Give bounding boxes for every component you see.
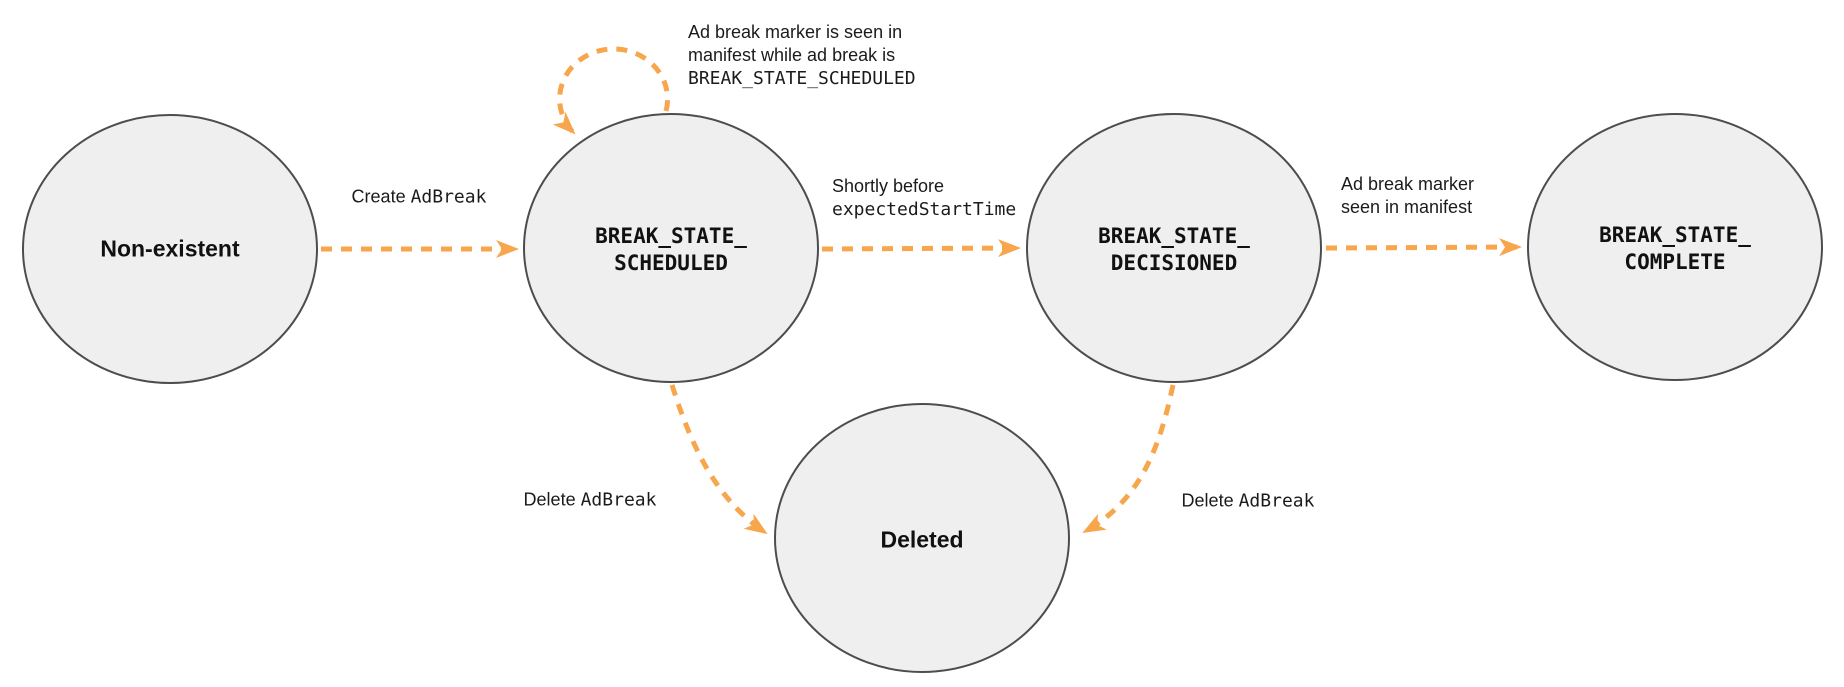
node-label-line: COMPLETE (1624, 250, 1726, 274)
node-label-line: BREAK_STATE_ (595, 224, 747, 248)
node-label-break-state-complete: BREAK_STATE_ COMPLETE (1599, 222, 1751, 276)
edge-label-text: Ad break marker is seen in (688, 22, 903, 42)
edge-label-text: Delete (523, 489, 581, 510)
edge-label-text: Delete (1181, 490, 1239, 511)
node-label-line: BREAK_STATE_ (1599, 223, 1751, 247)
edge-label-delete-adbreak-left: Delete AdBreak (524, 489, 657, 512)
edge-label-marker-seen: Ad break marker seen in manifest (1341, 173, 1474, 219)
transition-arrow-decisioned-to-complete (1325, 238, 1522, 257)
node-label-line: DECISIONED (1110, 251, 1238, 275)
node-label-line: BREAK_STATE_ (1098, 224, 1250, 248)
edge-label-code: AdBreak (580, 489, 657, 511)
edge-label-code: BREAK_STATE_SCHEDULED (688, 68, 916, 89)
state-node-non-existent (22, 114, 318, 384)
state-node-break-state-complete (1527, 113, 1823, 381)
edge-label-code: AdBreak (410, 186, 487, 208)
node-label-line: SCHEDULED (614, 251, 728, 275)
transition-arrow-decisioned-to-deleted (1082, 384, 1176, 535)
edge-label-text: Shortly before (832, 176, 945, 196)
edge-label-self-loop-note: Ad break marker is seen in manifest whil… (688, 21, 916, 90)
state-node-break-state-decisioned (1026, 113, 1322, 383)
node-label-break-state-scheduled: BREAK_STATE_ SCHEDULED (595, 223, 747, 277)
edge-label-text: Create (351, 186, 411, 207)
node-label-non-existent: Non-existent (100, 235, 240, 262)
state-node-break-state-scheduled (523, 113, 819, 383)
node-label-break-state-decisioned: BREAK_STATE_ DECISIONED (1098, 223, 1250, 277)
transition-arrow-self-loop-scheduled (552, 46, 671, 135)
edge-label-code: AdBreak (1238, 490, 1315, 512)
edge-label-shortly-before: Shortly before expectedStartTime (832, 175, 1016, 221)
edge-label-text: manifest while ad break is (688, 45, 896, 65)
edge-label-text: Ad break marker (1341, 174, 1475, 194)
transition-arrow-scheduled-to-decisioned (821, 239, 1021, 258)
edge-label-create-adbreak: Create AdBreak (352, 186, 487, 209)
edge-label-delete-adbreak-right: Delete AdBreak (1182, 490, 1315, 513)
state-node-deleted (774, 403, 1070, 673)
edge-label-code: expectedStartTime (832, 199, 1017, 220)
node-label-deleted: Deleted (880, 526, 964, 553)
transition-arrow-scheduled-to-deleted (669, 384, 768, 536)
edge-label-text: seen in manifest (1341, 197, 1473, 217)
